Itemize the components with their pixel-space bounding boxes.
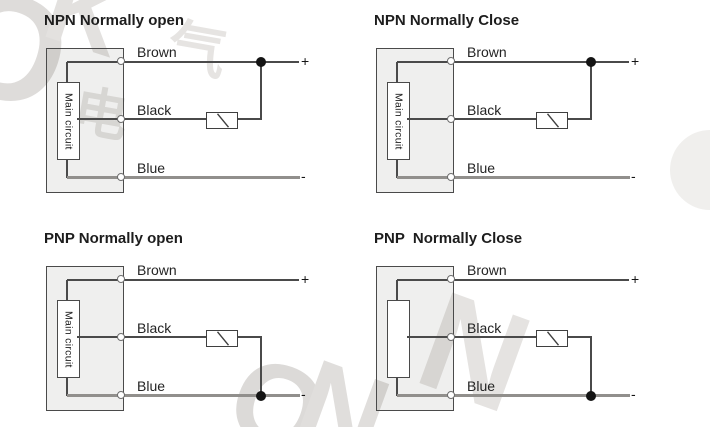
terminal-minus-label: - xyxy=(301,168,306,184)
wire-label-blue: Blue xyxy=(137,378,166,394)
connection-node-icon xyxy=(447,275,455,283)
junction-dot-icon xyxy=(586,57,596,67)
main-circuit-box: Main circuit xyxy=(57,300,80,378)
terminal-minus-label: - xyxy=(631,386,636,402)
wire-black xyxy=(407,118,536,120)
wiring-diagram-npn-normally-close: NPN Normally Close Main circuit Brown Bl… xyxy=(330,0,652,214)
main-circuit-label: Main circuit xyxy=(62,92,75,150)
diagram-title: NPN Normally Close xyxy=(374,12,520,29)
wire-connector xyxy=(66,375,68,396)
wire-label-brown: Brown xyxy=(467,44,507,60)
connection-node-icon xyxy=(447,57,455,65)
wire-connector xyxy=(66,280,68,301)
load-to-supply-connector xyxy=(590,62,592,120)
wire-label-black: Black xyxy=(467,320,502,336)
wire-blue xyxy=(67,394,300,397)
wire-connector xyxy=(66,157,68,178)
diagram-title: PNP Normally Close xyxy=(374,230,523,247)
terminal-plus-label: + xyxy=(301,53,310,69)
connection-node-icon xyxy=(447,391,455,399)
main-circuit-box: Main circuit xyxy=(387,82,410,160)
junction-dot-icon xyxy=(256,57,266,67)
terminal-minus-label: - xyxy=(301,386,306,402)
load-diagonal-icon xyxy=(546,113,560,128)
wire-connector xyxy=(66,62,68,83)
connection-node-icon xyxy=(447,333,455,341)
wire-label-black: Black xyxy=(137,320,172,336)
load-icon xyxy=(206,112,238,129)
wire-brown xyxy=(397,61,629,63)
terminal-minus-label: - xyxy=(631,168,636,184)
wire-connector xyxy=(396,280,398,301)
junction-dot-icon xyxy=(586,391,596,401)
connection-node-icon xyxy=(117,275,125,283)
wire-label-brown: Brown xyxy=(467,262,507,278)
load-icon xyxy=(206,330,238,347)
wire-load-stub xyxy=(236,336,262,338)
wire-label-brown: Brown xyxy=(137,262,177,278)
wire-brown xyxy=(67,279,299,281)
wire-label-blue: Blue xyxy=(467,378,496,394)
load-diagonal-icon xyxy=(546,331,560,346)
connection-node-icon xyxy=(117,57,125,65)
main-circuit-box xyxy=(387,300,410,378)
load-to-supply-connector xyxy=(260,337,262,396)
wire-label-black: Black xyxy=(137,102,172,118)
wire-label-blue: Blue xyxy=(137,160,166,176)
wire-label-blue: Blue xyxy=(467,160,496,176)
connection-node-icon xyxy=(447,115,455,123)
wire-load-stub xyxy=(566,336,592,338)
connection-node-icon xyxy=(117,173,125,181)
wire-black xyxy=(77,118,206,120)
load-diagonal-icon xyxy=(216,331,230,346)
wire-label-black: Black xyxy=(467,102,502,118)
connection-node-icon xyxy=(447,173,455,181)
wire-black xyxy=(77,336,206,338)
diagram-title: NPN Normally open xyxy=(44,12,185,29)
wiring-diagram-pnp-normally-open: PNP Normally open Main circuit Brown Bla… xyxy=(0,218,322,427)
wire-blue xyxy=(397,176,630,179)
wiring-diagram-pnp-normally-close: PNP Normally Close Brown Black Blue + - xyxy=(330,218,652,427)
load-to-supply-connector xyxy=(590,337,592,396)
wire-connector xyxy=(396,375,398,396)
connection-node-icon xyxy=(117,333,125,341)
wire-load-stub xyxy=(236,118,262,120)
wire-connector xyxy=(396,157,398,178)
junction-dot-icon xyxy=(256,391,266,401)
connection-node-icon xyxy=(117,115,125,123)
terminal-plus-label: + xyxy=(631,53,640,69)
load-diagonal-icon xyxy=(216,113,230,128)
main-circuit-label: Main circuit xyxy=(392,92,405,150)
connection-node-icon xyxy=(117,391,125,399)
wiring-diagram-npn-normally-open: NPN Normally open Main circuit Brown Bla… xyxy=(0,0,322,214)
load-to-supply-connector xyxy=(260,62,262,120)
wire-brown xyxy=(397,279,629,281)
wire-load-stub xyxy=(566,118,592,120)
terminal-plus-label: + xyxy=(301,271,310,287)
wire-connector xyxy=(396,62,398,83)
terminal-plus-label: + xyxy=(631,271,640,287)
load-icon xyxy=(536,112,568,129)
main-circuit-label: Main circuit xyxy=(62,310,75,368)
load-icon xyxy=(536,330,568,347)
watermark-circle xyxy=(670,130,710,210)
diagram-title: PNP Normally open xyxy=(44,230,183,247)
wire-black xyxy=(407,336,536,338)
wire-brown xyxy=(67,61,299,63)
wire-blue xyxy=(67,176,300,179)
main-circuit-box: Main circuit xyxy=(57,82,80,160)
wire-label-brown: Brown xyxy=(137,44,177,60)
wire-blue xyxy=(397,394,630,397)
